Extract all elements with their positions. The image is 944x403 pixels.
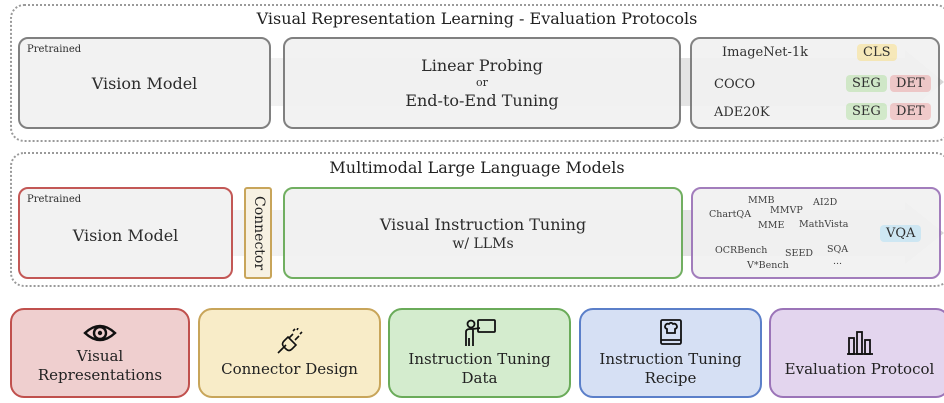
vision-model-label: Vision Model [91, 73, 198, 93]
end-to-end-tuning-label: End-to-End Tuning [405, 91, 559, 110]
coco-seg-tag: SEG [846, 75, 887, 92]
bench-more: ... [833, 256, 843, 267]
imagenet-label: ImageNet-1k [722, 45, 809, 60]
card-connector-design: Connector Design [198, 308, 381, 398]
card-data-line2: Data [461, 369, 498, 387]
mllm-vision-model-box: Pretrained Vision Model [18, 187, 233, 279]
bench-mme: MME [758, 220, 785, 231]
pretrained-label: Pretrained [27, 194, 82, 205]
bench-mmvp: MMVP [770, 205, 803, 216]
recipe-book-icon [659, 319, 682, 345]
visual-instruction-tuning-label: Visual Instruction Tuning [379, 214, 587, 234]
coco-det-tag: DET [890, 75, 931, 92]
cls-tag: CLS [857, 44, 897, 61]
card-recipe-line1: Instruction Tuning [599, 350, 742, 368]
bench-mmb: MMB [748, 195, 775, 206]
connector-label: Connector [251, 195, 267, 271]
card-instruction-tuning-recipe: Instruction Tuning Recipe [579, 308, 762, 398]
eye-icon [83, 324, 117, 342]
ade-seg-tag: SEG [846, 103, 887, 120]
card-connector-line1: Connector Design [221, 359, 358, 378]
bench-sqa: SQA [827, 244, 849, 255]
bench-ai2d: AI2D [813, 197, 838, 208]
card-visual-representations: Visual Representations [10, 308, 190, 398]
pretrained-label: Pretrained [27, 44, 82, 55]
bar-chart-icon [846, 330, 873, 355]
bench-seed: SEED [785, 248, 813, 259]
bench-chartqa: ChartQA [709, 209, 752, 220]
vqa-tag: VQA [880, 225, 922, 242]
bench-ocrbench: OCRBench [715, 245, 768, 256]
ade20k-label: ADE20K [714, 105, 770, 120]
bench-mathvista: MathVista [799, 219, 849, 230]
card-visual-line1: Visual [76, 347, 124, 365]
connector-box: Connector [244, 187, 272, 279]
mllm-title: Multimodal Large Language Models [329, 158, 625, 177]
coco-label: COCO [714, 77, 756, 92]
plug-icon [276, 327, 303, 354]
card-evaluation-protocol: Evaluation Protocol [769, 308, 944, 398]
vision-model-label: Vision Model [72, 225, 179, 245]
visual-instruction-tuning-box: Visual Instruction Tuning w/ LLMs [283, 187, 683, 279]
datasets-box: ImageNet-1k CLS COCO SEG DET ADE20K SEG … [690, 37, 940, 129]
card-recipe-line2: Recipe [644, 369, 697, 387]
card-data-line1: Instruction Tuning [408, 350, 551, 368]
evaluation-protocols-title: Visual Representation Learning - Evaluat… [256, 9, 698, 28]
mllm-section [10, 152, 944, 287]
probing-tuning-box: Linear Probing or End-to-End Tuning [283, 37, 681, 129]
teacher-icon [464, 319, 496, 346]
card-instruction-tuning-data: Instruction Tuning Data [388, 308, 571, 398]
or-label: or [476, 76, 488, 89]
bench-vstar: V*Bench [747, 260, 789, 271]
with-llms-label: w/ LLMs [452, 235, 514, 252]
card-evaluation-line1: Evaluation Protocol [784, 359, 935, 378]
ade-det-tag: DET [890, 103, 931, 120]
benchmarks-box: MMB MMVP AI2D ChartQA MME MathVista OCRB… [691, 187, 941, 279]
evaluation-protocols-section [10, 4, 944, 142]
top-vision-model-box: Pretrained Vision Model [18, 37, 271, 129]
linear-probing-label: Linear Probing [421, 56, 543, 75]
card-visual-line2: Representations [37, 366, 163, 384]
